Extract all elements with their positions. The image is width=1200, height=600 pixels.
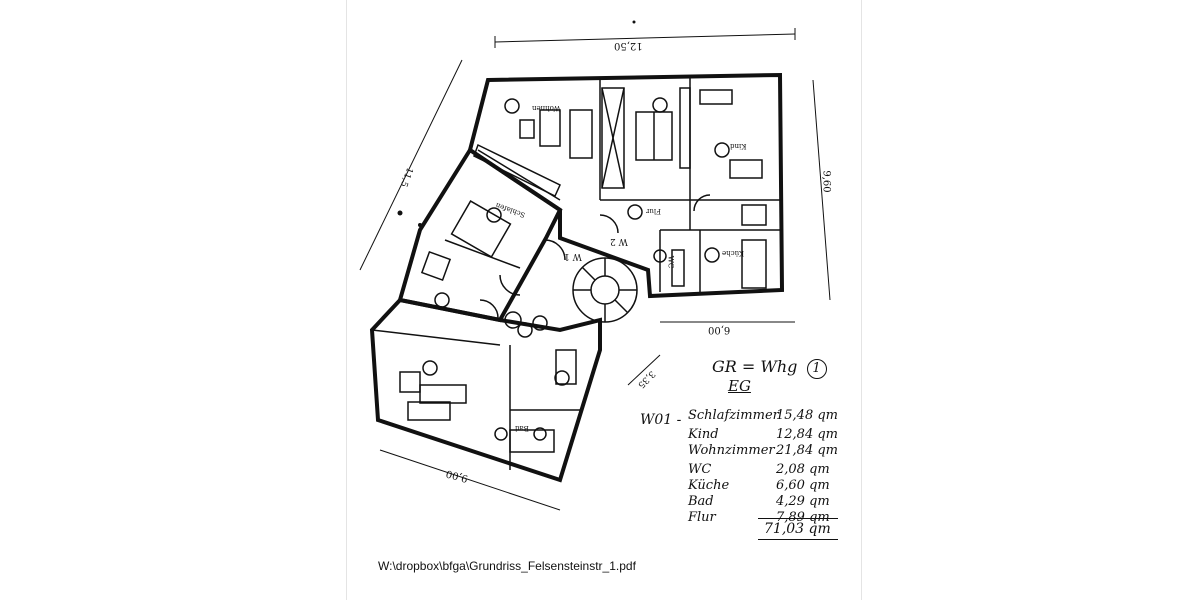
total-rule-top <box>758 518 838 519</box>
room-label: Flur <box>646 207 661 215</box>
room-name: Kind <box>688 427 719 442</box>
room-name: Flur <box>688 510 716 525</box>
dimension-label: 6,00 <box>708 324 731 335</box>
room-area: 4,29 qm <box>776 494 830 509</box>
room-area: 7,89 qm <box>776 510 830 525</box>
room-label: Kind <box>730 142 747 150</box>
room-label: Küche <box>722 249 745 257</box>
floor-plan-drawing <box>359 20 831 511</box>
room-label: Bad <box>515 424 529 432</box>
total-rule-bottom <box>758 539 838 540</box>
dimension-label: 12,50 <box>614 40 643 51</box>
room-label: Wohnen <box>532 104 561 112</box>
apartment-prefix: W01 - <box>640 412 682 428</box>
room-area: 21,84 qm <box>776 443 838 458</box>
room-label: WC <box>666 255 675 269</box>
room-area: 12,84 qm <box>776 427 838 442</box>
room-area: 15,48 qm <box>776 408 838 423</box>
plan-heading: GR = Whg 1 <box>712 357 827 379</box>
room-name: Wohnzimmer <box>688 443 775 458</box>
total-area: 71,03 qm <box>764 521 831 537</box>
room-area: 2,08 qm <box>776 462 830 477</box>
room-name: Bad <box>688 494 714 509</box>
room-name: WC <box>688 462 712 477</box>
plan-heading-text: GR = Whg <box>712 357 798 376</box>
room-label: W 2 <box>610 236 628 246</box>
file-path-caption: W:\dropbox\bfga\Grundriss_Felsensteinstr… <box>378 559 636 573</box>
unit-number-badge: 1 <box>806 359 827 379</box>
room-area: 6,60 qm <box>776 478 830 493</box>
room-label: W 1 <box>564 251 582 261</box>
room-name: Schlafzimmer <box>688 408 779 423</box>
room-name: Küche <box>688 478 730 493</box>
dimension-label: 9,60 <box>820 170 832 193</box>
floor-label: EG <box>728 377 751 395</box>
